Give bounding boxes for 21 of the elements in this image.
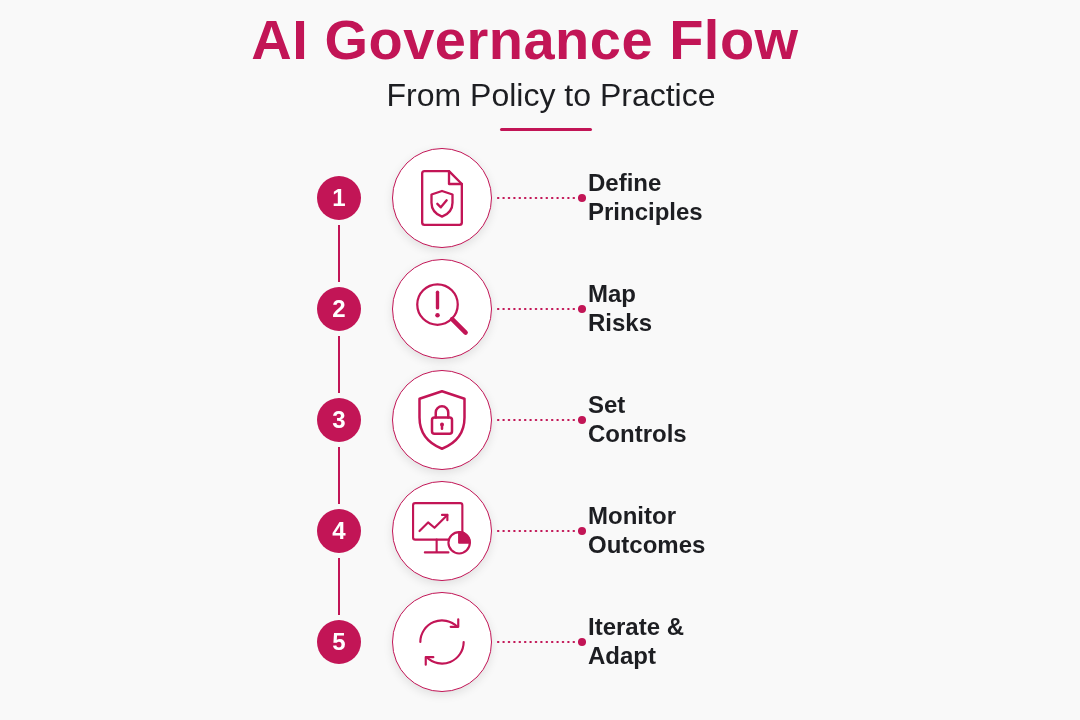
connector-line	[338, 335, 340, 394]
connector-line	[338, 557, 340, 616]
step-number: 2	[317, 287, 361, 331]
dotted-connector	[496, 194, 588, 202]
step-number: 5	[317, 620, 361, 664]
dotted-connector	[496, 305, 588, 313]
step-number: 1	[317, 176, 361, 220]
dotted-connector	[496, 416, 588, 424]
dotted-connector	[496, 638, 588, 646]
connector-line	[338, 224, 340, 283]
dotted-connector	[496, 527, 588, 535]
connector-line	[338, 446, 340, 505]
diagram-title: AI Governance Flow	[251, 9, 799, 71]
step-label: Iterate & Adapt	[588, 613, 718, 671]
step-number: 4	[317, 509, 361, 553]
step-label: Map Risks	[588, 280, 653, 338]
step-label: Define Principles	[588, 169, 703, 227]
step-number: 3	[317, 398, 361, 442]
step-label: Monitor Outcomes	[588, 502, 706, 560]
step-label: Set Controls	[588, 391, 687, 449]
diagram-subtitle: From Policy to Practice	[386, 76, 716, 115]
